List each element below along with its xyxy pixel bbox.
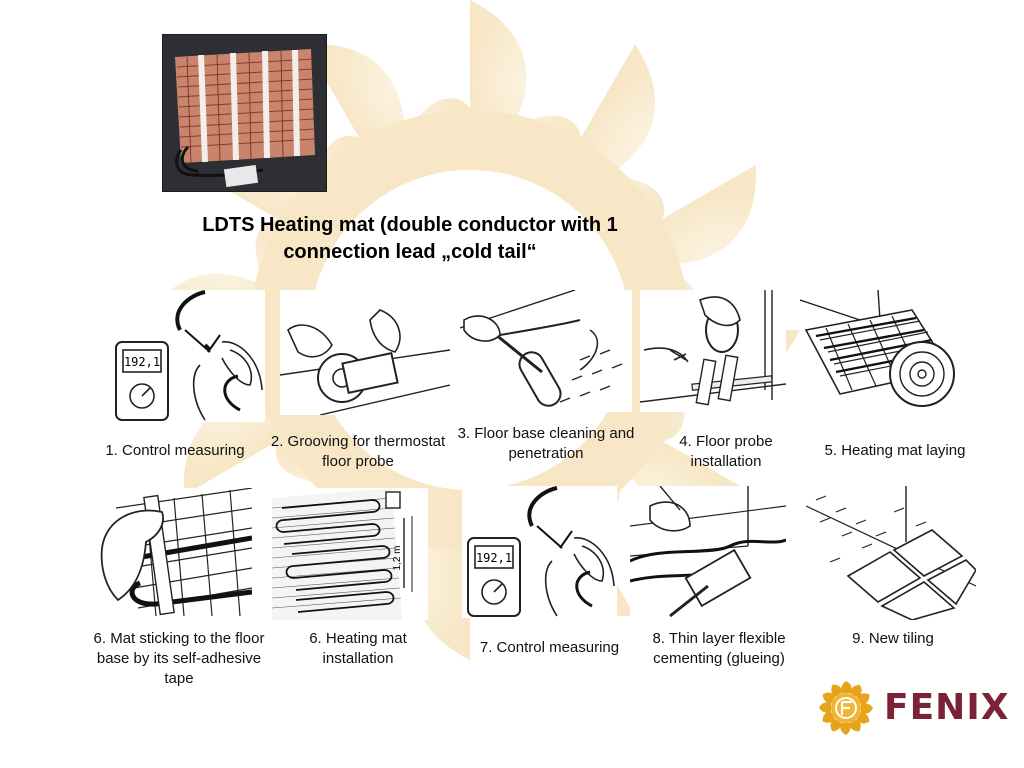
step-10-illustration <box>806 486 976 620</box>
fenix-sun-icon <box>819 681 873 735</box>
height-label: 1,2 m <box>392 545 403 570</box>
step-10-caption: 9. New tiling <box>852 630 934 647</box>
step-4-caption: 4. Floor probe installation <box>679 433 773 470</box>
step-3-illustration <box>460 290 632 412</box>
step-3-caption: 3. Floor base cleaning and penetration <box>457 425 635 462</box>
step-1-illustration: 192,1 <box>110 290 265 422</box>
slide-title: LDTS Heating mat (double conductor with … <box>202 214 618 263</box>
step-4-illustration <box>640 290 786 412</box>
meter-reading: 192,1 <box>476 551 512 565</box>
step-8-illustration: 192,1 <box>462 486 617 618</box>
step-7-illustration: 1,2 m <box>272 488 428 620</box>
heating-mat-photo <box>162 34 327 192</box>
step-1-caption: 1. Control measuring <box>105 442 245 459</box>
logo-text: FENIX <box>884 687 1010 728</box>
step-7-caption: 6. Heating mat installation <box>309 630 407 667</box>
step-5-illustration <box>800 290 968 412</box>
step-5-caption: 5. Heating mat laying <box>824 442 966 459</box>
step-6-illustration <box>96 488 252 616</box>
step-9-caption: 8. Thin layer flexible cementing (gluein… <box>652 630 786 667</box>
meter-reading: 192,1 <box>124 355 160 369</box>
fenix-logo: FENIX <box>818 680 1008 736</box>
step-2-illustration <box>280 290 450 415</box>
step-9-illustration <box>630 486 786 622</box>
step-6-caption: 6. Mat sticking to the floor base by its… <box>93 630 265 687</box>
step-2-caption: 2. Grooving for thermostat floor probe <box>270 433 446 470</box>
step-8-caption: 7. Control measuring <box>479 639 620 656</box>
